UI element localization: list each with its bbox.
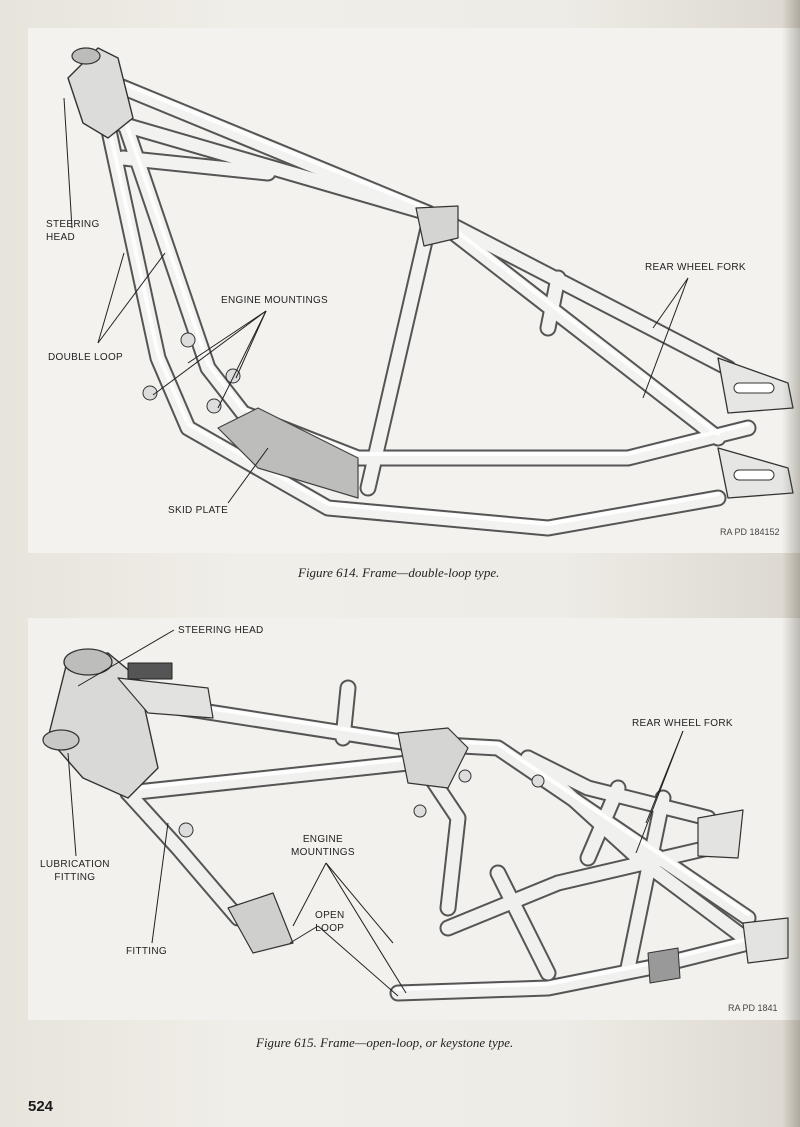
page-number: 524 xyxy=(28,1098,54,1115)
figure-614-caption: Figure 614. Frame—double-loop type. xyxy=(298,565,500,580)
keystone-frame-drawing xyxy=(42,629,789,1002)
figure-615-illustration: STEERING HEAD REAR WHEEL FORK LUBRICATIO… xyxy=(28,618,800,1020)
figure-615-caption: Figure 615. Frame—open-loop, or keystone… xyxy=(256,1035,514,1050)
label-rear-wheel-fork-614: REAR WHEEL FORK xyxy=(645,262,746,273)
label-engine-mountings-615: ENGINE MOUNTINGS xyxy=(291,834,355,858)
figure-615-code: RA PD 1841 xyxy=(728,1003,778,1013)
label-double-loop: DOUBLE LOOP xyxy=(48,352,123,363)
label-skid-plate: SKID PLATE xyxy=(168,505,229,516)
label-open-loop: OPEN LOOP xyxy=(315,910,345,934)
page-edge-shadow xyxy=(782,0,800,1127)
double-loop-frame-drawing xyxy=(63,47,794,537)
label-steering-head-615: STEERING HEAD xyxy=(178,625,264,636)
label-lubrication-fitting: LUBRICATION FITTING xyxy=(40,859,110,883)
label-rear-wheel-fork-615: REAR WHEEL FORK xyxy=(632,718,733,729)
figure-614-code: RA PD 184152 xyxy=(720,527,780,537)
label-engine-mountings-614: ENGINE MOUNTINGS xyxy=(221,295,329,306)
label-steering-head-614: STEERING HEAD xyxy=(46,219,100,243)
figure-614-illustration: STEERING HEAD DOUBLE LOOP ENGINE MOUNTIN… xyxy=(28,28,800,553)
label-fitting: FITTING xyxy=(126,946,167,957)
